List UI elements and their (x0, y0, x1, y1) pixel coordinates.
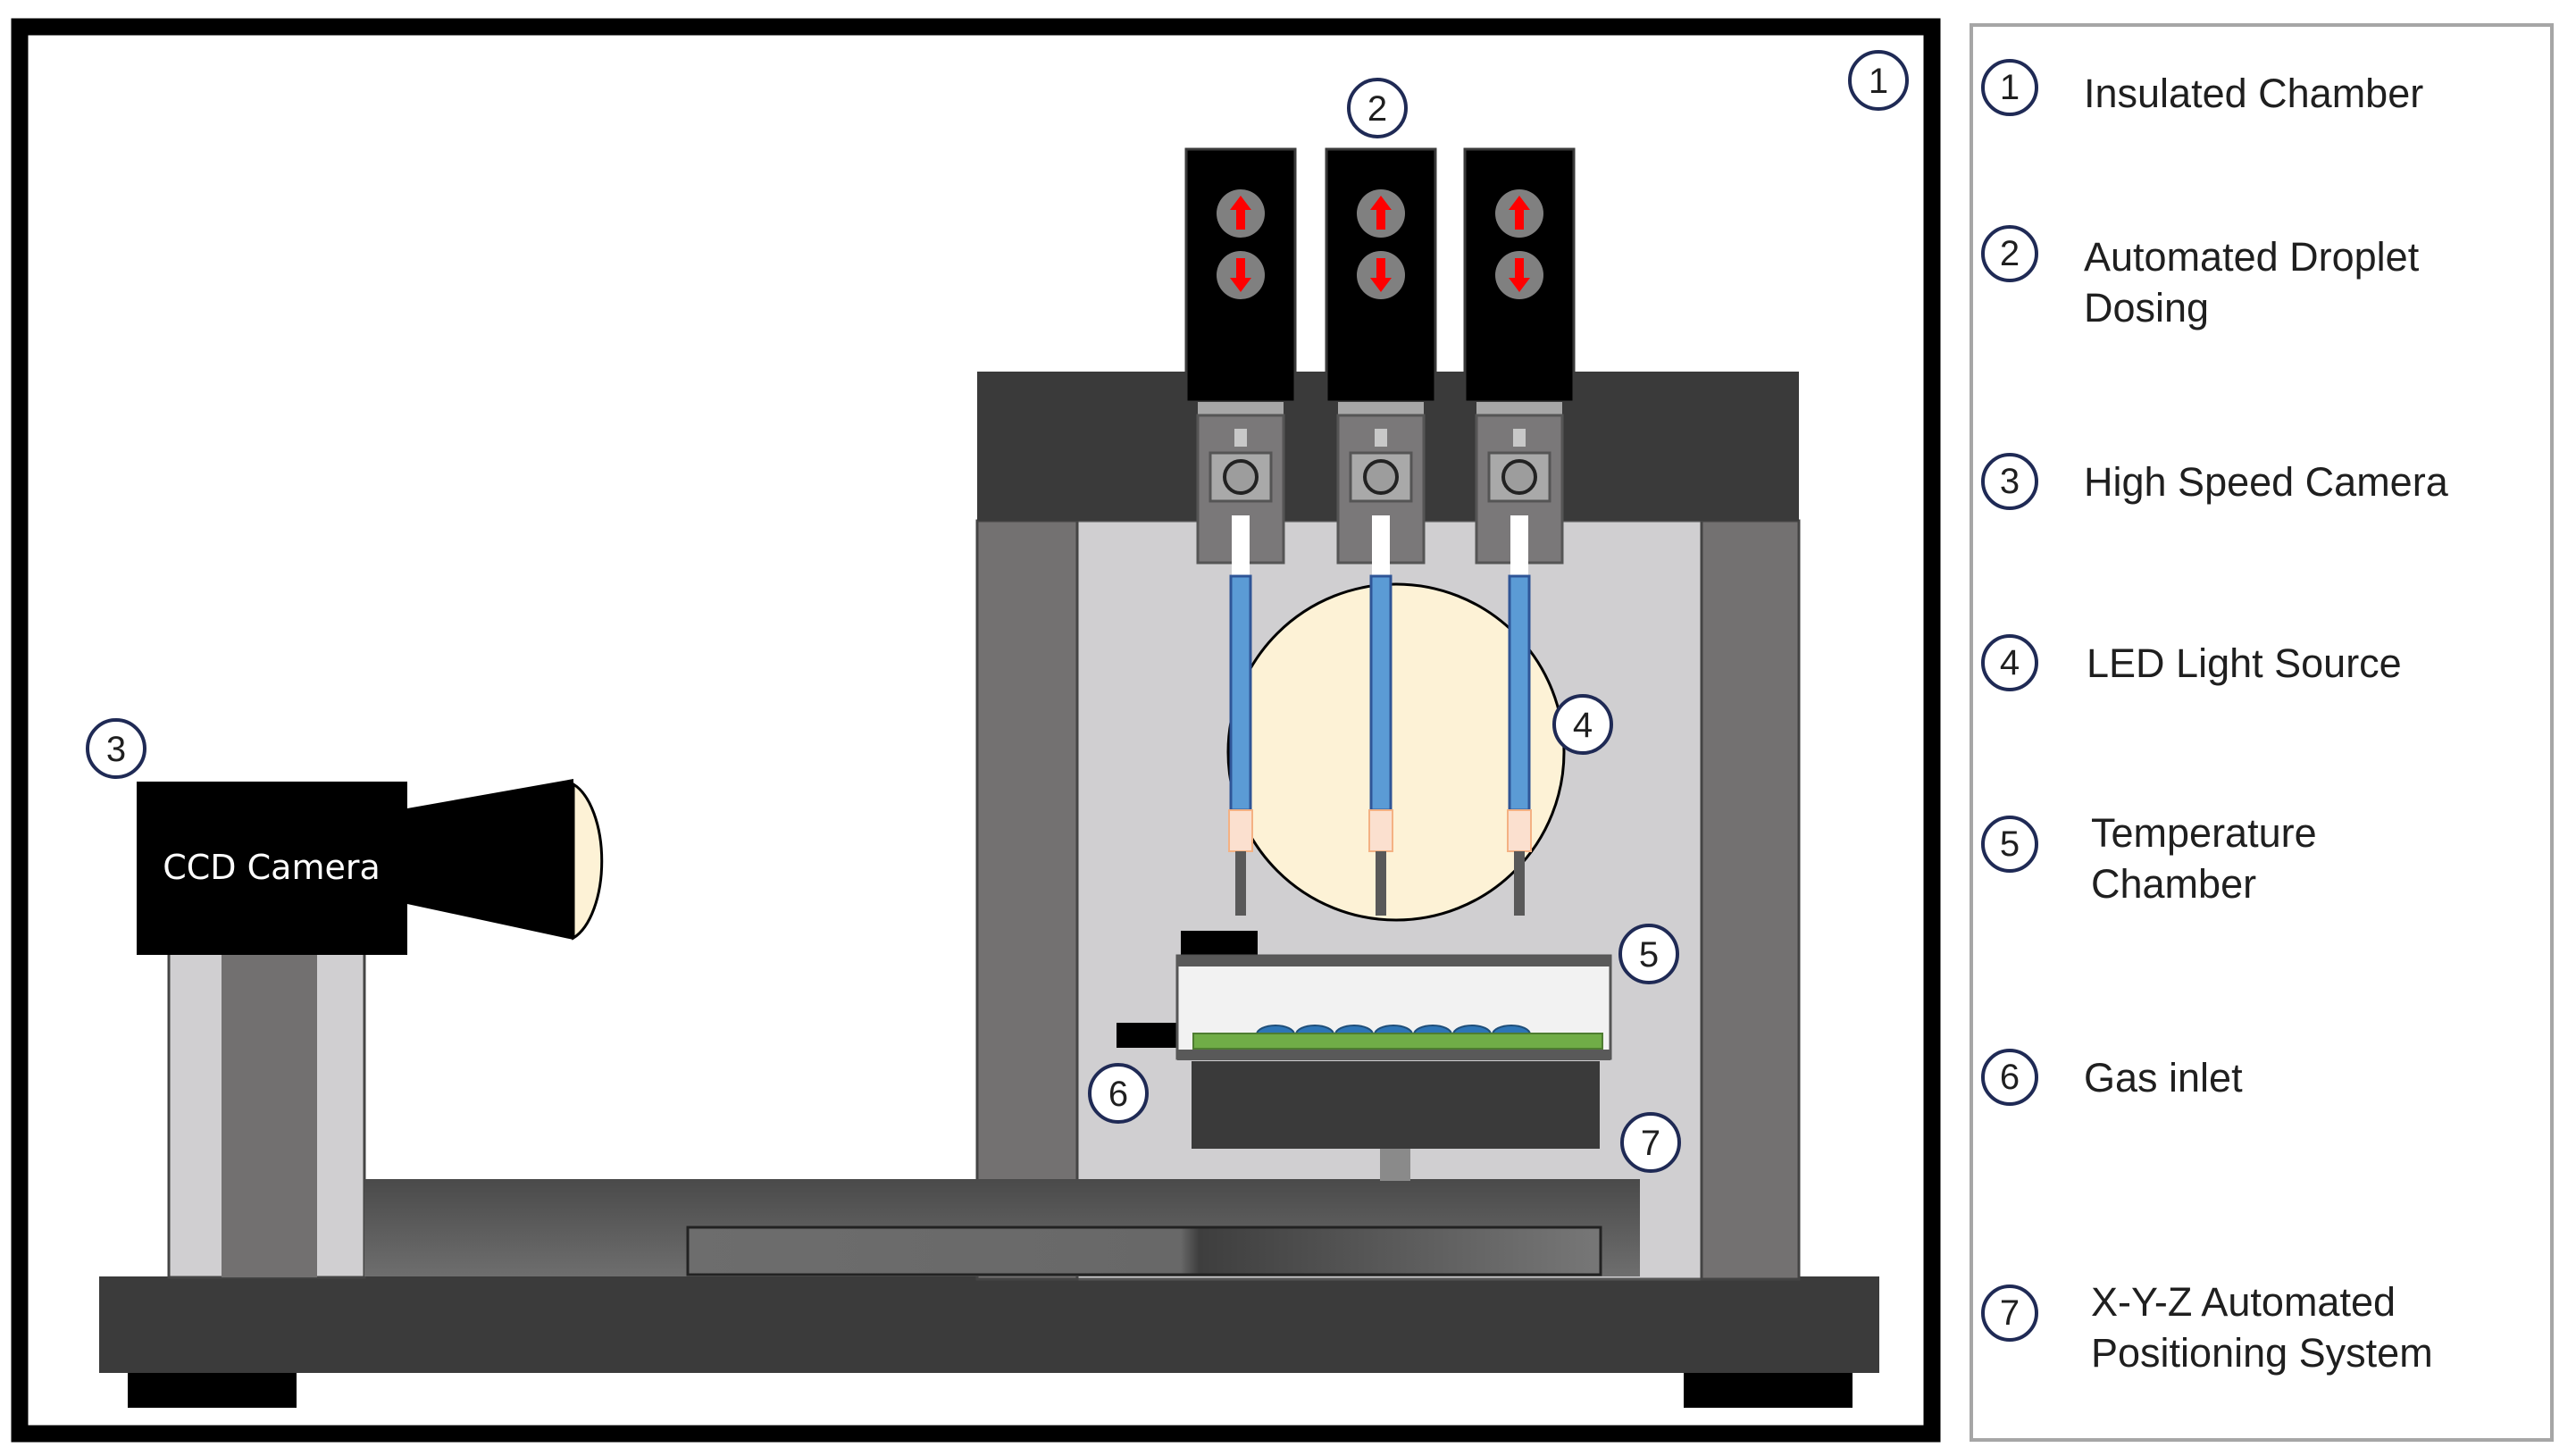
legend-label: Temperature Chamber (2091, 810, 2317, 907)
marker-light: 4 (1552, 694, 1613, 755)
chamber-top-plate (1177, 956, 1610, 966)
legend-item-positioning-system: 7 X-Y-Z Automated Positioning System (1973, 1277, 2550, 1376)
support-foot-right (1684, 1369, 1853, 1408)
gas-inlet-port (1117, 1023, 1186, 1048)
led-light-source (1226, 582, 1566, 922)
legend-number: 1 (1981, 59, 2038, 116)
legend-number: 4 (1981, 634, 2038, 691)
enclosure-column-right (1700, 519, 1801, 1281)
camera-stand-core (222, 952, 317, 1277)
marker-positioning: 7 (1620, 1112, 1681, 1173)
svg-text:5: 5 (1639, 935, 1659, 975)
marker-chamber: 1 (1848, 50, 1909, 111)
legend-number: 7 (1981, 1284, 2038, 1342)
rail-slot (686, 1226, 1602, 1276)
svg-text:6: 6 (1108, 1075, 1128, 1114)
setup-diagram: CCD Camera 1 2 3 4 5 6 (11, 18, 1941, 1443)
legend-panel: 1 Insulated Chamber 2 Automated Droplet … (1970, 23, 2554, 1442)
svg-text:4: 4 (1573, 706, 1593, 745)
legend-item-temperature-chamber: 5 Temperature Chamber (1973, 808, 2550, 907)
legend-label: Insulated Chamber (2084, 71, 2424, 116)
legend-number: 3 (1981, 453, 2038, 510)
chamber-bottom-plate (1177, 1050, 1610, 1060)
marker-temperature: 5 (1618, 924, 1679, 984)
legend-item-led-light-source: 4 LED Light Source (1973, 627, 2550, 699)
camera-label: CCD Camera (163, 848, 381, 887)
svg-text:7: 7 (1641, 1124, 1660, 1163)
legend-item-droplet-dosing: 2 Automated Droplet Dosing (1973, 218, 2550, 331)
marker-camera: 3 (86, 718, 146, 779)
enclosure-column-left (975, 519, 1079, 1281)
svg-text:1: 1 (1869, 62, 1888, 101)
camera-body (137, 782, 407, 955)
legend-label: Gas inlet (2084, 1055, 2243, 1100)
marker-gas: 6 (1088, 1063, 1149, 1124)
legend-label: Automated Droplet Dosing (2084, 234, 2420, 331)
marker-dosing: 2 (1347, 78, 1408, 138)
substrate (1192, 1033, 1603, 1050)
legend-label: LED Light Source (2087, 640, 2402, 686)
svg-text:3: 3 (106, 730, 126, 769)
legend-label: High Speed Camera (2084, 459, 2448, 505)
chamber-lid-block (1181, 931, 1258, 958)
camera-lens (407, 779, 573, 940)
legend-label: X-Y-Z Automated Positioning System (2091, 1279, 2433, 1376)
legend-item-insulated-chamber: 1 Insulated Chamber (1973, 52, 2550, 123)
positioning-stage (1192, 1061, 1600, 1149)
support-foot-left (128, 1369, 297, 1408)
legend-number: 6 (1981, 1049, 2038, 1106)
camera-objective (572, 782, 604, 941)
legend-number: 2 (1981, 225, 2038, 282)
svg-text:2: 2 (1367, 89, 1387, 129)
legend-item-high-speed-camera: 3 High Speed Camera (1973, 446, 2550, 517)
legend-item-gas-inlet: 6 Gas inlet (1973, 1042, 2550, 1113)
legend-number: 5 (1981, 816, 2038, 873)
stage-post (1380, 1149, 1410, 1181)
base-plate (99, 1276, 1879, 1373)
